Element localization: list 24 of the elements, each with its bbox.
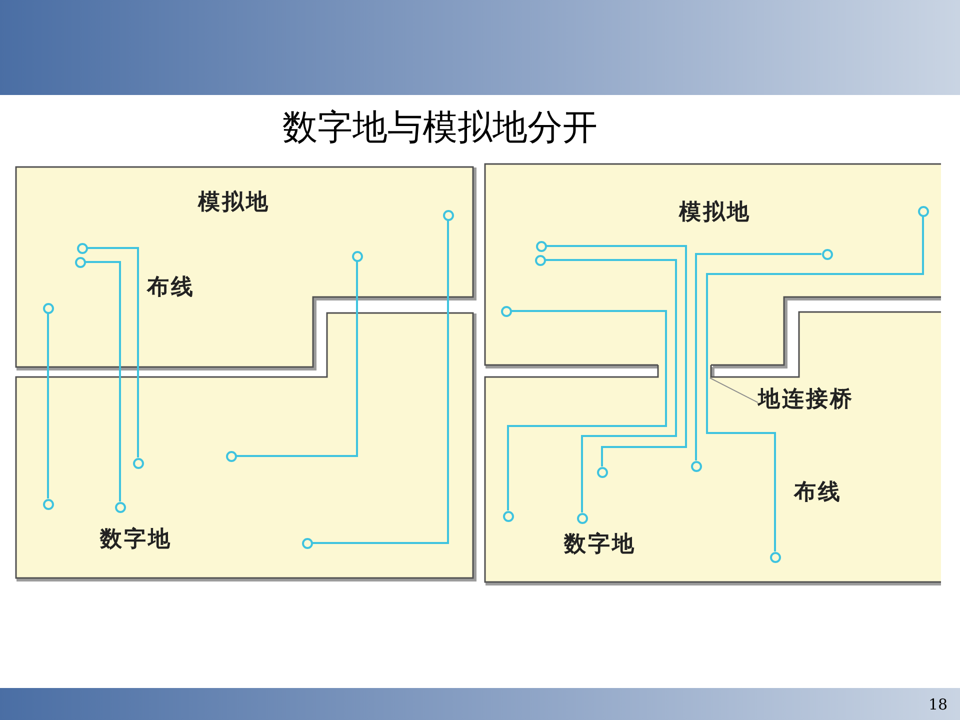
region-label: 模拟地 bbox=[198, 192, 270, 214]
ground-plane bbox=[14, 311, 479, 584]
ground-plane bbox=[483, 310, 941, 586]
pcb-trace bbox=[86, 261, 121, 502]
pcb-trace bbox=[546, 245, 687, 466]
pcb-trace bbox=[546, 259, 677, 512]
pcb-trace bbox=[312, 220, 449, 544]
pcb-trace bbox=[88, 247, 139, 458]
pcb-trace bbox=[507, 310, 667, 510]
annotation-label: 布线 bbox=[794, 482, 842, 504]
ground-plane bbox=[14, 165, 479, 372]
pcb-trace bbox=[47, 314, 49, 498]
pcb-trace bbox=[695, 253, 822, 460]
callout-text: 地连接桥 bbox=[758, 389, 854, 411]
region-label: 模拟地 bbox=[679, 202, 751, 224]
pcb-trace bbox=[236, 262, 358, 457]
ground-plane bbox=[483, 162, 941, 370]
slide-title: 数字地与模拟地分开 bbox=[282, 107, 598, 150]
region-label: 数字地 bbox=[100, 529, 172, 551]
annotation-label: 布线 bbox=[147, 277, 195, 299]
leader-line bbox=[710, 378, 758, 404]
region-label: 数字地 bbox=[564, 534, 636, 556]
page-number: 18 bbox=[928, 698, 948, 712]
pcb-trace bbox=[706, 216, 924, 552]
